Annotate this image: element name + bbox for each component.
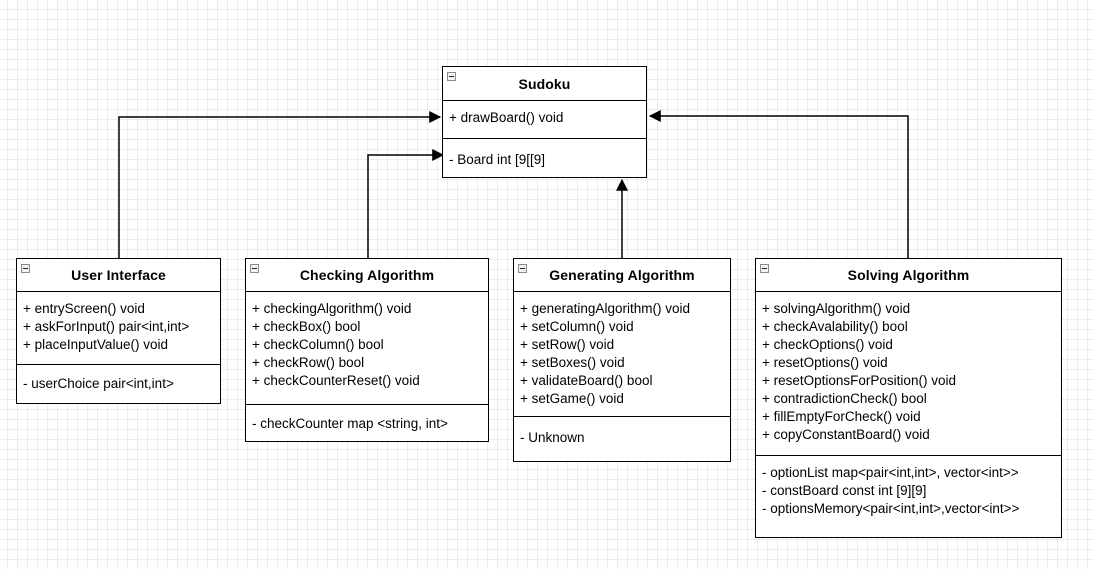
class-name: Generating Algorithm	[549, 267, 695, 283]
method-item: + validateBoard() bool	[520, 373, 653, 388]
field-item: - optionList map<pair<int,int>, vector<i…	[762, 465, 1019, 480]
fields-section: - checkCounter map <string, int>	[246, 404, 488, 439]
methods-section: + checkingAlgorithm() void + checkBox() …	[246, 291, 488, 404]
method-item: + setBoxes() void	[520, 355, 625, 370]
methods-section: + drawBoard() void	[443, 100, 646, 138]
method-item: + solvingAlgorithm() void	[762, 301, 911, 316]
class-box-user-interface[interactable]: User Interface + entryScreen() void + as…	[16, 258, 221, 404]
method-item: + checkOptions() void	[762, 337, 893, 352]
connector-checking-to-sudoku	[367, 149, 445, 259]
minus-square-icon[interactable]	[21, 264, 30, 273]
class-name: User Interface	[71, 267, 166, 283]
fields-section: + generatingAlgorithm() void + setColumn…	[514, 291, 730, 416]
class-name: Checking Algorithm	[299, 267, 435, 283]
field-item: - Unknown	[520, 430, 585, 445]
class-box-sudoku[interactable]: Sudoku + drawBoard() void - Board int [9…	[442, 66, 647, 178]
fields-section: - optionList map<pair<int,int>, vector<i…	[756, 455, 1061, 524]
class-box-generating-algorithm[interactable]: Generating Algorithm + generatingAlgorit…	[513, 258, 731, 462]
class-name: Sudoku	[518, 75, 571, 92]
minus-square-icon[interactable]	[518, 264, 527, 273]
minus-square-icon[interactable]	[250, 264, 259, 273]
method-item: + checkBox() bool	[252, 319, 361, 334]
method-item: + entryScreen() void	[23, 301, 145, 316]
connector-solving-to-sudoku	[648, 110, 909, 259]
method-item: + checkCounterReset() void	[252, 373, 420, 388]
method-item: + placeInputValue() void	[23, 337, 168, 352]
connector-ui-to-sudoku	[118, 111, 442, 259]
methods-section: + entryScreen() void + askForInput() pai…	[17, 291, 220, 364]
method-item: + setColumn() void	[520, 319, 634, 334]
field-item: - constBoard const int [9][9]	[762, 483, 927, 498]
method-item: + resetOptionsForPosition() void	[762, 373, 956, 388]
method-item: + generatingAlgorithm() void	[520, 301, 690, 316]
method-item: + resetOptions() void	[762, 355, 888, 370]
method-item: + drawBoard() void	[449, 110, 564, 125]
minus-square-icon[interactable]	[447, 72, 456, 81]
fields-section: - Board int [9[[9]	[443, 138, 646, 175]
class-box-checking-algorithm[interactable]: Checking Algorithm + checkingAlgorithm()…	[245, 258, 489, 442]
method-item: + fillEmptyForCheck() void	[762, 409, 921, 424]
method-item: + checkColumn() bool	[252, 337, 384, 352]
field-item: - userChoice pair<int,int>	[23, 376, 174, 391]
methods-section: + solvingAlgorithm() void + checkAvalabi…	[756, 291, 1061, 455]
minus-square-icon[interactable]	[760, 264, 769, 273]
method-item: + copyConstantBoard() void	[762, 427, 930, 442]
field-item: - checkCounter map <string, int>	[252, 416, 448, 431]
field-item: - optionsMemory<pair<int,int>,vector<int…	[762, 501, 1020, 516]
method-item: + setRow() void	[520, 337, 615, 352]
method-item: + askForInput() pair<int,int>	[23, 319, 190, 334]
method-item: + contradictionCheck() bool	[762, 391, 927, 406]
field-item: - Board int [9[[9]	[449, 152, 546, 167]
class-box-solving-algorithm[interactable]: Solving Algorithm + solvingAlgorithm() v…	[755, 258, 1062, 538]
method-item: + checkRow() bool	[252, 355, 365, 370]
class-name: Solving Algorithm	[847, 267, 970, 283]
method-item: + checkAvalability() bool	[762, 319, 908, 334]
fields-section: - Unknown	[514, 416, 730, 453]
method-item: + checkingAlgorithm() void	[252, 301, 412, 316]
fields-section: - userChoice pair<int,int>	[17, 364, 220, 399]
method-item: + setGame() void	[520, 391, 624, 406]
